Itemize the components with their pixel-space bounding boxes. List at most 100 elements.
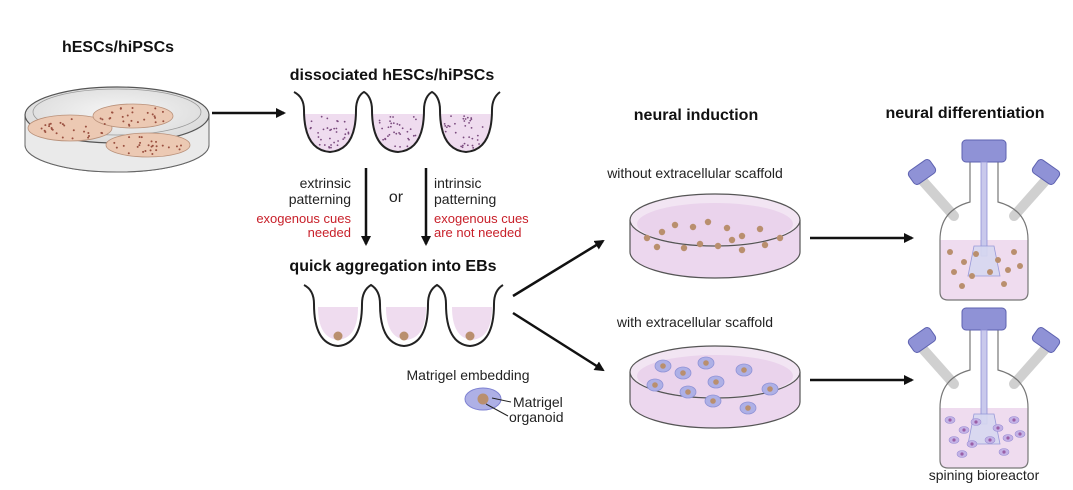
colony-cell-dot [131, 111, 134, 114]
colony-cell-dot [44, 124, 47, 127]
colony-cell-dot [178, 148, 181, 151]
organoid [741, 367, 747, 373]
colony-cell-dot [70, 118, 73, 121]
colony-cell-dot [103, 122, 106, 125]
dissociated-cell-dot [387, 126, 390, 129]
dissociated-cell-dot [412, 116, 415, 118]
dissociated-cell-dot [478, 143, 480, 145]
colony-cell-dot [119, 107, 122, 110]
dissociated-cell-dot [323, 144, 326, 146]
organoid [1012, 418, 1016, 422]
dissociated-cell-dot [387, 135, 389, 137]
dissociated-cell-dot [330, 146, 332, 149]
organoid [685, 389, 691, 395]
dissociated-cell-dot [335, 131, 338, 133]
bioreactor-cap-left [907, 327, 937, 353]
note-extrinsic-2: needed [308, 225, 351, 240]
dissociated-cell-dot [389, 125, 392, 128]
organoid [713, 379, 719, 385]
colony-cell-dot [155, 145, 158, 148]
dissociated-cell-dot [336, 120, 339, 123]
organoid [952, 438, 956, 442]
colony-cell-dot [167, 146, 170, 149]
colony-cell-dot [122, 144, 125, 147]
colony-cell-dot [63, 124, 66, 127]
colony-cell-dot [143, 118, 146, 121]
dissociated-cell-dot [344, 133, 347, 136]
legend-matrigel: Matrigel [513, 394, 563, 410]
colony-cell-dot [136, 121, 139, 124]
organoid [756, 225, 764, 233]
bioreactor-cap-center [961, 307, 1007, 331]
spinner-bioreactor-bottom [907, 307, 1061, 469]
dissociated-cell-dot [461, 146, 464, 149]
label-intrinsic-2: patterning [434, 191, 496, 207]
colony-cell-dot [162, 120, 165, 123]
colony-cell-dot [44, 130, 47, 133]
dissociated-cell-dot [470, 117, 473, 119]
organoid [767, 386, 773, 392]
dissociated-cell-dot [464, 118, 467, 120]
organoid [960, 452, 964, 456]
dissociated-cell-dot [392, 122, 395, 125]
dissociated-cell-dot [470, 126, 473, 129]
colony-cell-dot [140, 136, 143, 139]
colony-cell-dot [155, 140, 158, 143]
title-hescs: hESCs/hiPSCs [62, 39, 174, 56]
organoid [652, 382, 658, 388]
title-neural-induction: neural induction [634, 107, 758, 124]
dissociated-cell-dot [326, 127, 329, 129]
organoid [696, 240, 704, 248]
dissociated-cell-dot [469, 119, 472, 122]
colony-cell-dot [49, 122, 52, 125]
colony-cell-dot [154, 116, 157, 119]
legend-symbol [464, 387, 512, 417]
colony-cell-dot [61, 123, 64, 126]
dissociated-cell-dot [471, 144, 474, 147]
legend-organoid: organoid [509, 409, 564, 425]
colony-cell-dot [101, 118, 104, 121]
title-aggregation: quick aggregation into EBs [289, 258, 496, 275]
arrow-to-with-scaffold [512, 311, 605, 372]
organoid [1002, 450, 1006, 454]
dissociated-cell-dot [454, 131, 457, 134]
organoid [643, 234, 651, 242]
dissociated-cell-dot [389, 120, 391, 122]
label-or: or [389, 189, 404, 206]
colony-cell-dot [83, 130, 86, 133]
organoid [970, 442, 974, 446]
dissociated-cell-dot [444, 125, 447, 127]
dissociated-cell-dot [464, 124, 467, 127]
dissociated-cell-dot [343, 120, 346, 123]
well-medium [440, 114, 492, 152]
organoid [1005, 267, 1011, 273]
colony-cell-dot [121, 115, 124, 118]
colony-cell-dot [142, 150, 145, 153]
dish-with-scaffold [629, 345, 801, 429]
dissociated-cell-dot [384, 137, 387, 140]
label-extrinsic-2: patterning [289, 191, 351, 207]
dissociated-cell-dot [394, 145, 397, 148]
dissociated-cell-dot [329, 129, 331, 132]
dissociated-cell-dot [476, 139, 479, 141]
dissociated-cell-dot [468, 121, 470, 124]
colony-cell-dot [180, 144, 183, 147]
dissociated-cell-dot [378, 119, 381, 122]
organoid [776, 234, 784, 242]
arrow-to-without-scaffold [512, 239, 605, 298]
colony-left [27, 114, 113, 142]
colony-cell-dot [175, 145, 178, 148]
dissociated-cell-dot [454, 122, 456, 125]
organoid [710, 398, 716, 404]
dissociated-cell-dot [398, 131, 400, 134]
dissociated-cell-dot [310, 120, 313, 123]
colony-cell-dot [84, 125, 87, 128]
colony-cell-dot [113, 141, 116, 144]
colony-cell-dot [149, 149, 152, 152]
organoid [962, 428, 966, 432]
organoid [703, 360, 709, 366]
colony-cell-dot [138, 144, 141, 147]
eb-organoid-2 [399, 331, 409, 341]
organoid [961, 259, 967, 265]
organoid [714, 242, 722, 250]
